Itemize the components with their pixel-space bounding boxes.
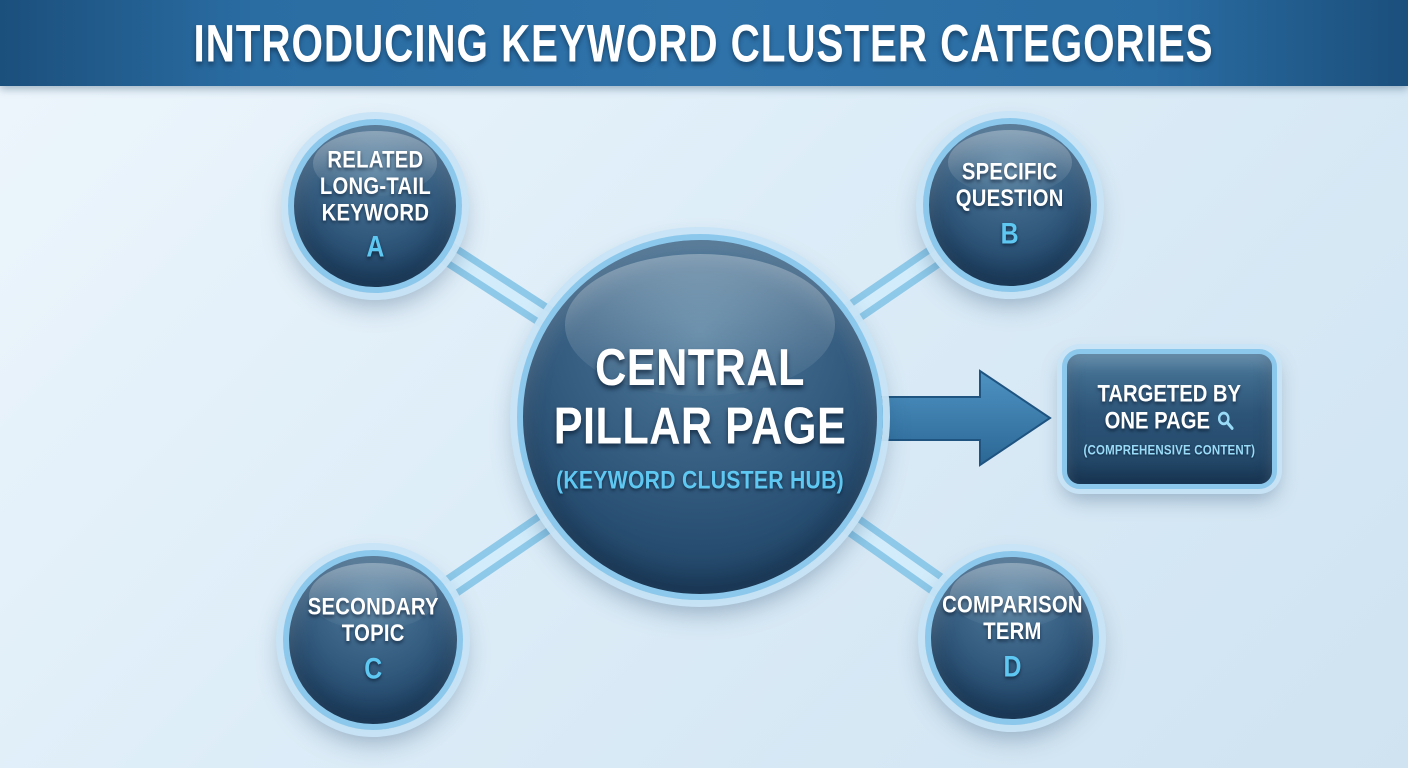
node-c-letter: C <box>364 651 382 685</box>
node-d-text: COMPARISON TERM D <box>942 592 1083 684</box>
node-c-line2: TOPIC <box>341 619 405 647</box>
central-subtitle: (KEYWORD CLUSTER HUB) <box>556 465 844 495</box>
node-comparison-term: COMPARISON TERM D <box>925 551 1099 725</box>
node-d-letter: D <box>1003 649 1021 683</box>
magnifier-icon <box>1217 411 1234 432</box>
node-b-letter: B <box>1001 216 1019 250</box>
central-title-line2: PILLAR PAGE <box>553 395 847 454</box>
target-line1: TARGETED BY <box>1097 380 1242 408</box>
node-a-letter: A <box>366 230 384 264</box>
page-title: INTRODUCING KEYWORD CLUSTER CATEGORIES <box>194 13 1214 73</box>
node-d-line1: COMPARISON <box>941 590 1083 619</box>
node-specific-question: SPECIFIC QUESTION B <box>923 118 1097 292</box>
node-a-line3: KEYWORD <box>321 198 429 226</box>
node-b-line1: SPECIFIC <box>962 157 1058 186</box>
central-node-text: CENTRAL PILLAR PAGE (KEYWORD CLUSTER HUB… <box>553 337 847 495</box>
node-a-text: RELATED LONG-TAIL KEYWORD A <box>319 147 430 265</box>
target-box-text: TARGETED BY ONE PAGE (COMPREHENSIVE CONT… <box>1084 380 1256 457</box>
node-related-long-tail-keyword: RELATED LONG-TAIL KEYWORD A <box>288 119 462 293</box>
target-line2: ONE PAGE <box>1104 407 1211 435</box>
central-title-line1: CENTRAL <box>595 337 805 396</box>
node-c-line1: SECONDARY <box>307 592 439 621</box>
header-bar: INTRODUCING KEYWORD CLUSTER CATEGORIES <box>0 0 1408 86</box>
central-pillar-node: CENTRAL PILLAR PAGE (KEYWORD CLUSTER HUB… <box>517 234 883 600</box>
arrow-right-icon <box>867 369 1052 467</box>
node-b-text: SPECIFIC QUESTION B <box>956 159 1064 251</box>
target-line2-row: ONE PAGE <box>1105 408 1234 435</box>
node-b-line2: QUESTION <box>956 184 1064 212</box>
target-box: TARGETED BY ONE PAGE (COMPREHENSIVE CONT… <box>1062 349 1277 489</box>
node-a-line2: LONG-TAIL <box>319 172 431 200</box>
node-secondary-topic: SECONDARY TOPIC C <box>283 550 463 730</box>
target-subtitle: (COMPREHENSIVE CONTENT) <box>1083 442 1256 458</box>
node-a-line1: RELATED <box>326 145 423 174</box>
node-c-text: SECONDARY TOPIC C <box>307 594 438 686</box>
node-d-line2: TERM <box>982 617 1042 645</box>
